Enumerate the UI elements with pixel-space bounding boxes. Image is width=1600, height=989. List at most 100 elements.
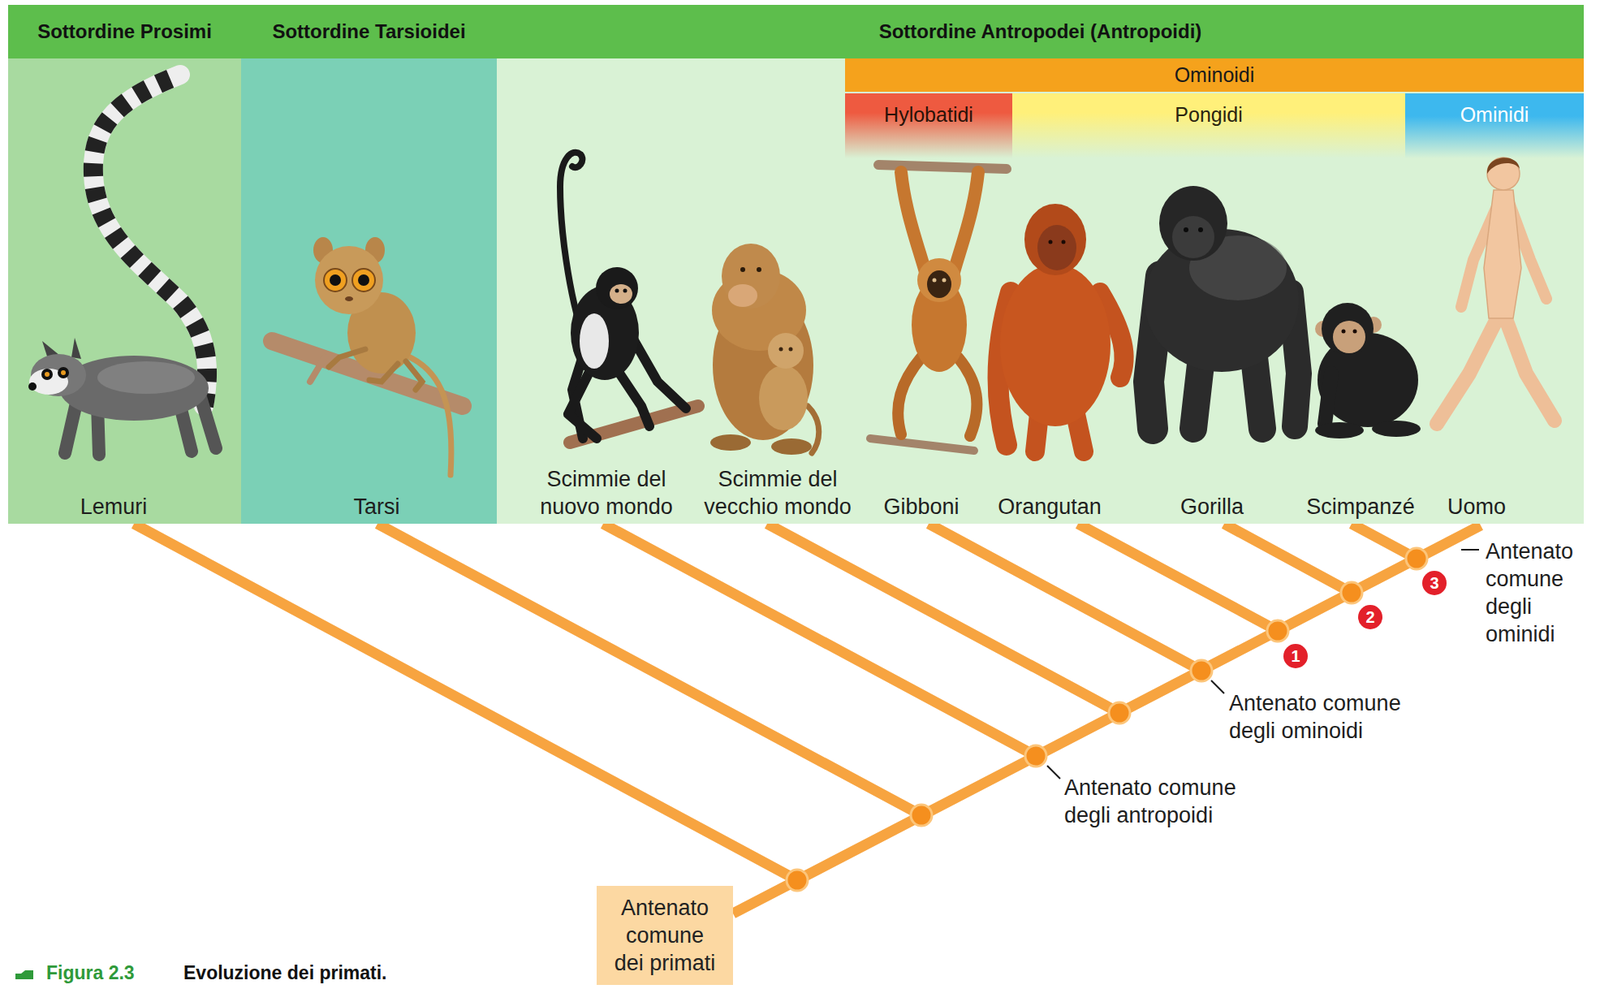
panel-ground <box>496 4 1584 524</box>
species-name-holder: Scimmie del vecchio mondo <box>698 465 858 521</box>
panel-ground <box>8 4 1584 59</box>
human-drawing <box>1436 312 1501 424</box>
species-name: Scimmie del vecchio mondo <box>698 465 858 521</box>
lemur-drawing <box>28 74 216 455</box>
ancestor-note-holder: Antenato comune degli antropoidi <box>1064 773 1260 829</box>
baboon-drawing <box>721 243 781 309</box>
gorilla-drawing <box>1159 185 1228 261</box>
spider-monkey-drawing <box>623 288 628 294</box>
lemur-drawing <box>93 74 208 406</box>
species-name-holder: Scimmie del nuovo mondo <box>527 465 686 521</box>
tarsier-drawing <box>405 361 423 390</box>
panel-ground <box>8 4 1584 524</box>
ancestor-note: Antenato comune degli ominidi <box>1485 537 1583 648</box>
lemur-drawing <box>44 371 50 377</box>
chimpanzee-drawing <box>1341 329 1346 334</box>
ancestor-note: Antenato comune degli ominoidi <box>1229 689 1424 745</box>
suborder-panel: Sottordine Prosimi <box>8 4 242 524</box>
branch-point <box>1341 582 1363 604</box>
species-name: Scimpanzé <box>1306 492 1415 521</box>
baboon-drawing <box>767 332 804 369</box>
species-name: Lemuri <box>80 492 148 521</box>
tarsier-drawing <box>357 274 370 286</box>
baboon-drawing <box>779 347 784 352</box>
branch-point <box>910 804 932 826</box>
tree-branches <box>133 523 1481 914</box>
orangutan-drawing <box>1000 263 1111 427</box>
spider-monkey-drawing <box>560 152 699 443</box>
gibbon-drawing <box>953 172 979 272</box>
species-name-holder: Scimpanzé <box>1306 492 1415 521</box>
ancestor-note-holder: Antenato comune degli ominoidi <box>1229 689 1424 745</box>
spider-monkey-drawing <box>609 284 633 304</box>
leader-line <box>1047 765 1061 779</box>
lemur-drawing <box>60 370 66 376</box>
tarsier-drawing <box>328 349 423 390</box>
gorilla-drawing <box>1254 357 1263 429</box>
tarsier-drawing <box>345 296 354 302</box>
callout-number-holder: 2 <box>1358 604 1383 630</box>
group-band: Ominoidi <box>845 58 1584 92</box>
leader-line <box>1211 680 1225 694</box>
gibbon-drawing <box>957 357 977 436</box>
human-drawing <box>1483 189 1522 319</box>
gibbon-drawing <box>901 172 926 272</box>
tree-branches <box>603 523 1036 756</box>
callout-circle <box>1283 643 1308 669</box>
figure-caption-holder: Evoluzione dei primati. <box>183 961 387 984</box>
tarsier-drawing <box>369 363 398 382</box>
orangutan-drawing <box>1037 224 1077 271</box>
family-name: Ominidi <box>1405 93 1584 127</box>
figure-caption: Evoluzione dei primati. <box>183 961 387 984</box>
baboon-drawing <box>740 267 746 272</box>
gibbon-drawing <box>917 258 962 302</box>
baboon-drawing <box>710 434 751 451</box>
lemur-drawing <box>93 74 208 406</box>
tree-branches <box>733 525 1481 914</box>
tree-branches <box>928 523 1202 671</box>
gibbon-drawing <box>932 278 937 283</box>
callout-number: 1 <box>1283 643 1308 669</box>
species-name: Tarsi <box>353 492 400 521</box>
gibbon-drawing <box>942 278 947 283</box>
family-band: Ominidi <box>1405 93 1584 159</box>
family-name: Hylobatidi <box>845 93 1013 127</box>
leader-line <box>1461 548 1480 551</box>
lemur-drawing <box>199 394 216 449</box>
baboon-drawing <box>710 243 820 455</box>
branch-point <box>1405 547 1428 570</box>
suborder-heading: Sottordine Antropodei (Antropoidi) <box>496 4 1584 59</box>
chimpanzee-drawing <box>1315 422 1364 439</box>
lemur-drawing <box>28 382 37 391</box>
figure-number-holder: Figura 2.3 <box>46 961 135 984</box>
branch-point <box>1108 702 1130 724</box>
caption-icon <box>15 970 34 979</box>
family-name: Pongidi <box>1012 93 1406 127</box>
spider-monkey-drawing <box>616 369 650 427</box>
tarsier-drawing <box>310 357 325 382</box>
spider-monkey-drawing <box>568 373 597 439</box>
baboon-drawing <box>759 365 808 431</box>
species-name: Gibboni <box>883 492 959 521</box>
baboon-drawing <box>728 284 758 307</box>
chimpanzee-drawing <box>1353 329 1358 334</box>
species-name: Orangutan <box>997 492 1102 521</box>
species-name-holder: Tarsi <box>353 492 400 521</box>
suborder-panel: Sottordine Antropodei (Antropoidi)Ominoi… <box>496 4 1584 524</box>
tarsier-drawing <box>323 268 347 292</box>
ancestor-note-holder: Antenato comune degli ominidi <box>1485 537 1583 648</box>
tarsier-drawing <box>271 237 463 475</box>
lemur-drawing <box>71 337 82 359</box>
baboon-drawing <box>771 438 812 455</box>
gorilla-drawing <box>1198 227 1204 233</box>
lemur-drawing <box>29 368 69 395</box>
human-drawing <box>1487 157 1520 174</box>
family-band: Hylobatidi <box>845 93 1013 159</box>
species-name: Gorilla <box>1180 492 1244 521</box>
branch-point <box>1025 745 1047 767</box>
tarsier-drawing <box>352 268 376 292</box>
tarsier-drawing <box>329 274 341 286</box>
orangutan-drawing <box>1048 240 1053 245</box>
